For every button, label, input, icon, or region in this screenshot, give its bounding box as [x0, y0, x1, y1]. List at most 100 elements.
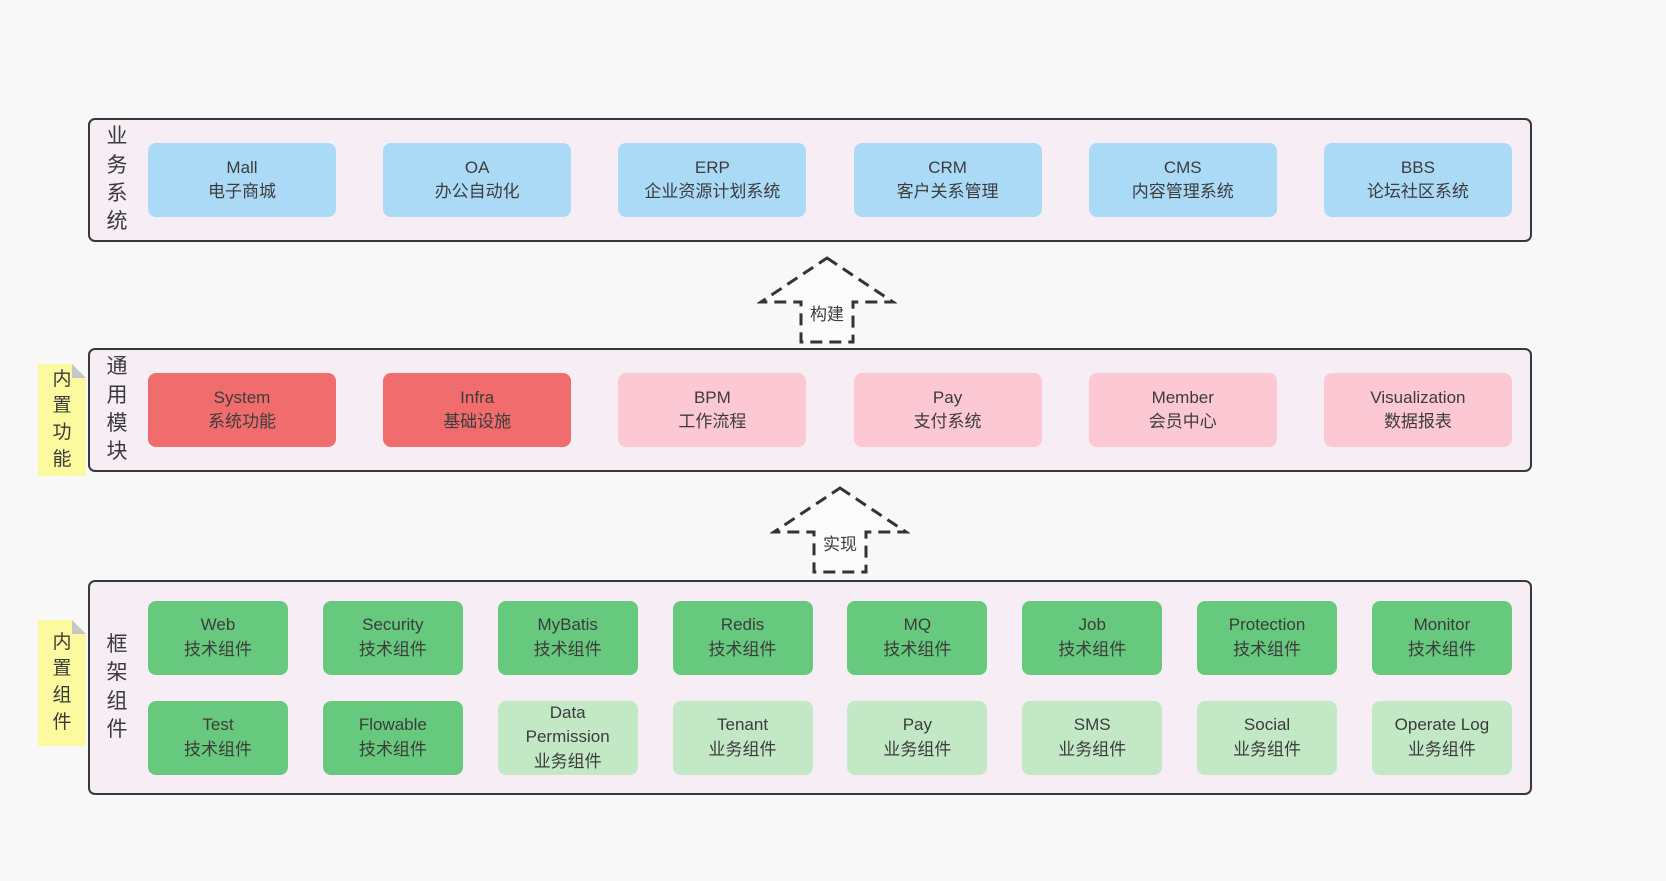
component-title: Job — [1078, 615, 1106, 635]
component-subtitle: 技术组件 — [184, 739, 252, 759]
component-title: Data Permission — [525, 703, 610, 747]
module-subtitle: 会员中心 — [1148, 412, 1217, 431]
component-title: Protection — [1228, 615, 1306, 635]
component-title: Flowable — [358, 715, 427, 735]
component-subtitle: 技术组件 — [1233, 639, 1302, 659]
business-box-row: Mall 电子商城 OA 办公自动化 ERP 企业资源计划系统 CRM 客户关系… — [144, 120, 1530, 240]
component-title: Operate Log — [1394, 715, 1490, 735]
folded-corner-icon — [72, 364, 86, 378]
implement-arrow: 实现 — [769, 484, 911, 576]
component-title: Monitor — [1413, 615, 1471, 635]
component-box-monitor: Monitor 技术组件 — [1371, 600, 1512, 675]
module-subtitle: 内容管理系统 — [1131, 182, 1234, 201]
module-title: BPM — [693, 387, 731, 407]
component-box-pay: Pay 业务组件 — [847, 700, 988, 775]
component-title: Test — [202, 715, 234, 735]
module-box-bpm: BPM 工作流程 — [618, 373, 807, 447]
module-title: System — [213, 387, 271, 407]
component-subtitle: 业务组件 — [533, 751, 602, 771]
component-box-mybatis: MyBatis 技术组件 — [497, 600, 638, 675]
module-subtitle: 基础设施 — [443, 412, 512, 431]
module-subtitle: 数据报表 — [1383, 412, 1452, 431]
component-box-social: Social 业务组件 — [1197, 700, 1338, 775]
module-title: ERP — [694, 157, 730, 177]
module-title: Pay — [932, 387, 963, 407]
build-arrow: 构建 — [756, 254, 898, 346]
folded-corner-icon — [72, 620, 86, 634]
component-subtitle: 技术组件 — [1058, 639, 1127, 659]
module-box-pay: Pay 支付系统 — [853, 373, 1042, 447]
sticky-note-text: 内置功能 — [52, 368, 72, 470]
module-subtitle: 工作流程 — [678, 412, 747, 431]
module-subtitle: 系统功能 — [208, 412, 276, 431]
component-subtitle: 技术组件 — [358, 639, 427, 659]
component-title: Tenant — [717, 715, 769, 735]
module-subtitle: 电子商城 — [208, 182, 276, 201]
component-box-tenant: Tenant 业务组件 — [672, 700, 813, 775]
component-box-security: Security 技术组件 — [322, 600, 463, 675]
module-subtitle: 办公自动化 — [434, 182, 520, 201]
component-subtitle: 技术组件 — [883, 639, 952, 659]
sticky-note-builtin-features: 内置功能 — [38, 364, 86, 476]
component-title: SMS — [1073, 715, 1111, 735]
module-title: Mall — [226, 157, 258, 177]
layer-framework-label: 框架组件 — [90, 582, 144, 793]
build-arrow-label: 构建 — [807, 300, 847, 325]
component-box-operate-log: Operate Log 业务组件 — [1371, 700, 1512, 775]
module-box-infra: Infra 基础设施 — [383, 373, 572, 447]
module-subtitle: 论坛社区系统 — [1366, 182, 1469, 201]
component-subtitle: 技术组件 — [708, 639, 777, 659]
framework-row-1: Web 技术组件 Security 技术组件 MyBatis 技术组件 Redi… — [148, 600, 1512, 675]
component-subtitle: 技术组件 — [184, 639, 252, 659]
module-box-cms: CMS 内容管理系统 — [1088, 143, 1277, 217]
module-box-member: Member 会员中心 — [1088, 373, 1277, 447]
module-title: Visualization — [1370, 387, 1466, 407]
module-subtitle: 客户关系管理 — [896, 182, 999, 201]
sticky-note-text: 内置组件 — [52, 631, 72, 733]
component-subtitle: 业务组件 — [883, 739, 952, 759]
component-subtitle: 技术组件 — [1407, 639, 1476, 659]
component-box-web: Web 技术组件 — [148, 600, 288, 675]
implement-arrow-label: 实现 — [820, 530, 860, 555]
module-title: CRM — [928, 157, 967, 177]
component-title: Pay — [902, 715, 933, 735]
component-box-test: Test 技术组件 — [148, 700, 288, 775]
layer-framework-components: 框架组件 Web 技术组件 Security 技术组件 MyBatis 技术组件… — [88, 580, 1532, 795]
component-subtitle: 技术组件 — [533, 639, 602, 659]
component-title: MQ — [903, 615, 932, 635]
component-box-mq: MQ 技术组件 — [847, 600, 988, 675]
component-subtitle: 业务组件 — [1233, 739, 1302, 759]
layer-label-text: 框架组件 — [106, 632, 128, 741]
module-title: BBS — [1400, 157, 1435, 177]
module-title: Member — [1151, 387, 1214, 407]
module-box-erp: ERP 企业资源计划系统 — [618, 143, 807, 217]
component-box-job: Job 技术组件 — [1022, 600, 1163, 675]
module-box-crm: CRM 客户关系管理 — [853, 143, 1042, 217]
component-title: Redis — [720, 615, 765, 635]
component-box-flowable: Flowable 技术组件 — [322, 700, 463, 775]
component-title: MyBatis — [537, 615, 598, 635]
module-box-visualization: Visualization 数据报表 — [1323, 373, 1512, 447]
module-box-oa: OA 办公自动化 — [383, 143, 572, 217]
module-box-bbs: BBS 论坛社区系统 — [1323, 143, 1512, 217]
component-box-data-permission: Data Permission 业务组件 — [497, 700, 638, 775]
component-title: Web — [200, 615, 236, 635]
layer-label-text: 业务系统 — [106, 125, 128, 234]
module-title: Infra — [460, 387, 495, 407]
component-subtitle: 业务组件 — [1058, 739, 1127, 759]
common-box-row: System 系统功能 Infra 基础设施 BPM 工作流程 Pay 支付系统… — [144, 350, 1530, 470]
component-title: Social — [1243, 715, 1291, 735]
module-title: CMS — [1163, 157, 1202, 177]
layer-business-systems: 业务系统 Mall 电子商城 OA 办公自动化 ERP 企业资源计划系统 CRM… — [88, 118, 1532, 242]
layer-business-label: 业务系统 — [90, 120, 144, 240]
component-subtitle: 业务组件 — [708, 739, 777, 759]
framework-row-2: Test 技术组件 Flowable 技术组件 Data Permission … — [148, 700, 1512, 775]
component-box-sms: SMS 业务组件 — [1022, 700, 1163, 775]
module-box-system: System 系统功能 — [148, 373, 336, 447]
component-box-protection: Protection 技术组件 — [1197, 600, 1338, 675]
component-title: Security — [362, 615, 424, 635]
module-subtitle: 支付系统 — [913, 412, 982, 431]
layer-common-modules: 通用模块 System 系统功能 Infra 基础设施 BPM 工作流程 Pay… — [88, 348, 1532, 472]
module-title: OA — [464, 157, 490, 177]
